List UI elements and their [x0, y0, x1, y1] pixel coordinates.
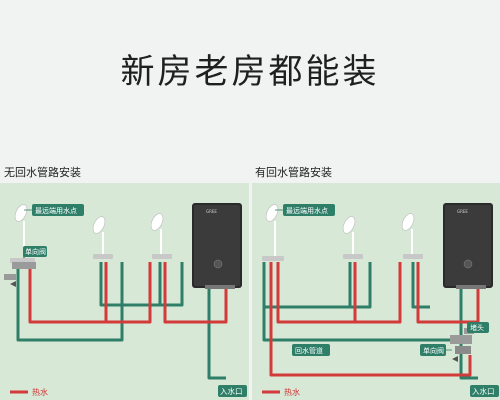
left-legend-hot: 热水 — [10, 387, 48, 397]
right-callout-plug: 堵头 — [467, 322, 489, 333]
right-hot-pipes — [269, 262, 480, 377]
left-heater-brand: GREE — [206, 209, 217, 214]
left-hot-pipes — [28, 262, 228, 324]
svg-text:回水管道: 回水管道 — [295, 346, 323, 355]
left-callout-check-valve: 单向阀 — [23, 246, 47, 257]
right-callout-return-pipe: 回水管道 — [292, 344, 330, 356]
right-callout-check-valve: 单向阀 — [420, 344, 452, 356]
left-check-valve-icon — [4, 262, 36, 287]
left-callout-nearest-outlet: 最远端用水点 — [24, 204, 84, 216]
right-cold-pipes — [262, 262, 478, 380]
right-panel: GREE 最远端用水点 堵头 回水管道 — [252, 183, 500, 400]
svg-text:单向阀: 单向阀 — [423, 346, 444, 355]
right-shower-2-icon — [342, 216, 363, 259]
svg-text:最远端用水点: 最远端用水点 — [35, 206, 77, 215]
svg-text:堵头: 堵头 — [470, 323, 484, 332]
right-check-valve-icon — [450, 335, 472, 362]
left-shower-3-icon — [150, 213, 172, 259]
svg-text:入水口: 入水口 — [472, 386, 495, 396]
page-title: 新房老房都能装 — [120, 52, 380, 92]
left-water-heater: GREE — [192, 203, 242, 289]
right-panel-title: 有回水管路安装 — [255, 166, 332, 179]
right-legend-hot: 热水 — [262, 387, 300, 397]
svg-text:最远端用水点: 最远端用水点 — [286, 206, 328, 215]
svg-text:热水: 热水 — [32, 387, 48, 397]
svg-text:单向阀: 单向阀 — [25, 247, 46, 256]
right-shower-1-icon — [262, 204, 284, 261]
left-cold-pipes — [16, 262, 226, 380]
right-shower-3-icon — [401, 213, 423, 259]
left-inlet-label: 入水口 — [218, 385, 247, 397]
svg-text:热水: 热水 — [284, 387, 300, 397]
svg-text:入水口: 入水口 — [220, 386, 243, 396]
left-panel-title: 无回水管路安装 — [4, 166, 81, 179]
right-water-heater: GREE — [443, 203, 493, 289]
right-callout-nearest-outlet: 最远端用水点 — [275, 204, 335, 216]
left-shower-2-icon — [92, 216, 113, 259]
right-inlet-label: 入水口 — [470, 385, 499, 397]
left-panel: GREE 最远端用水点 单向阀 热水 入水口 — [0, 183, 249, 400]
right-heater-brand: GREE — [457, 209, 468, 214]
